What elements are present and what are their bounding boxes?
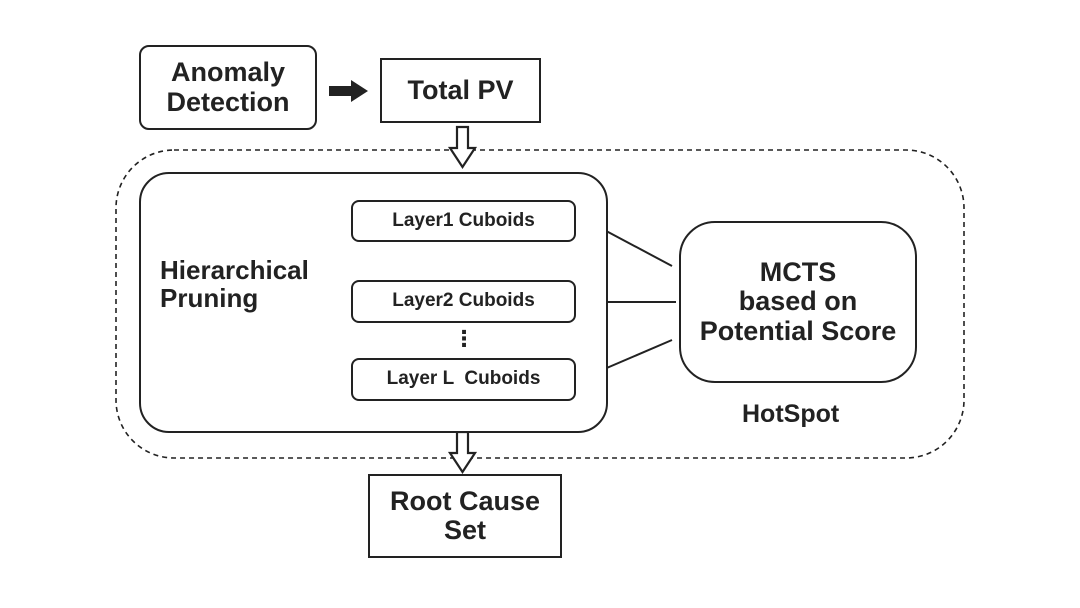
anomaly-detection-node: Anomaly Detection [139, 45, 317, 130]
root-cause-line1: Root Cause [389, 485, 541, 516]
mcts-line2: based on [738, 286, 858, 317]
hierarchical-pruning-line2: Pruning [160, 283, 259, 314]
anomaly-detection-line1: Anomaly [170, 57, 286, 88]
layer1-cuboids-node: Layer1 Cuboids [351, 200, 576, 242]
mcts-line1: MCTS [759, 257, 837, 288]
mcts-line3: Potential Score [699, 315, 897, 346]
arrow-anomaly-to-totalpv [329, 80, 368, 102]
root-cause-line2: Set [443, 515, 487, 545]
layerL-cuboids-label: Layer L Cuboids [386, 368, 541, 390]
anomaly-detection-line2: Detection [166, 86, 290, 117]
layer2-cuboids-label: Layer2 Cuboids [392, 290, 535, 312]
layerL-cuboids-node: Layer L Cuboids [351, 358, 576, 401]
mcts-node: MCTS based on Potential Score [679, 221, 917, 383]
arrow-totalpv-to-hotspot [447, 125, 478, 170]
layers-ellipsis: ⋮ [453, 326, 475, 351]
total-pv-label: Total PV [407, 74, 514, 105]
hierarchical-pruning-line1: Hierarchical [160, 255, 309, 285]
root-cause-set-node: Root Cause Set [368, 474, 562, 558]
layer2-cuboids-node: Layer2 Cuboids [351, 280, 576, 323]
total-pv-node: Total PV [380, 58, 541, 123]
layer1-cuboids-label: Layer1 Cuboids [392, 209, 535, 231]
arrow-pruning-to-rootcause [447, 430, 478, 475]
hierarchical-pruning-label: Hierarchical Pruning [160, 256, 309, 312]
hotspot-group-outline [115, 149, 965, 459]
hotspot-label: HotSpot [742, 400, 840, 428]
